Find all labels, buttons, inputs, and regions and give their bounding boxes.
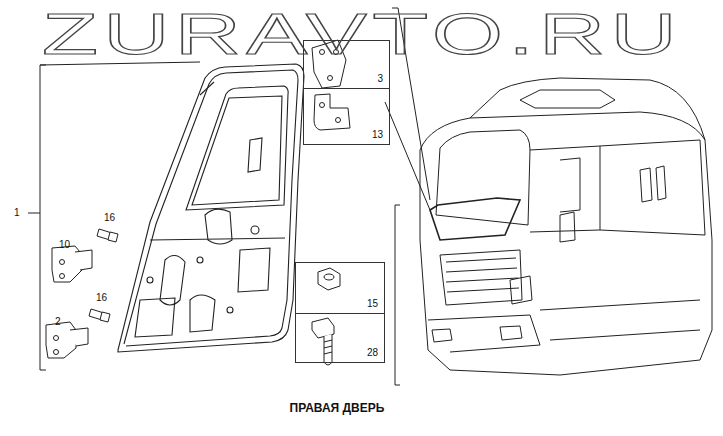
callout-number: 10 bbox=[59, 240, 70, 250]
callout-number: 15 bbox=[367, 299, 384, 313]
callout-number: 2 bbox=[55, 317, 61, 327]
fastener bbox=[312, 268, 340, 365]
hinge bbox=[46, 246, 92, 358]
callout-number: 3 bbox=[377, 74, 389, 88]
part-cell: 28 bbox=[295, 313, 385, 363]
part-cell: 15 bbox=[295, 262, 385, 314]
part-cell: 13 bbox=[303, 88, 390, 145]
callout-number: 1 bbox=[14, 208, 20, 218]
callout-number: 16 bbox=[96, 293, 107, 303]
leader-line bbox=[385, 8, 430, 385]
truck-cab bbox=[420, 78, 712, 375]
bolt bbox=[89, 229, 118, 322]
callout-number: 13 bbox=[372, 130, 389, 144]
door-panel bbox=[118, 64, 304, 352]
callout-number: 16 bbox=[104, 213, 115, 223]
watermark: ZURAVTO.RU bbox=[42, 6, 682, 63]
callout-number: 28 bbox=[367, 348, 384, 362]
caption: ПРАВАЯ ДВЕРЬ bbox=[290, 401, 385, 415]
bracket bbox=[28, 62, 200, 370]
